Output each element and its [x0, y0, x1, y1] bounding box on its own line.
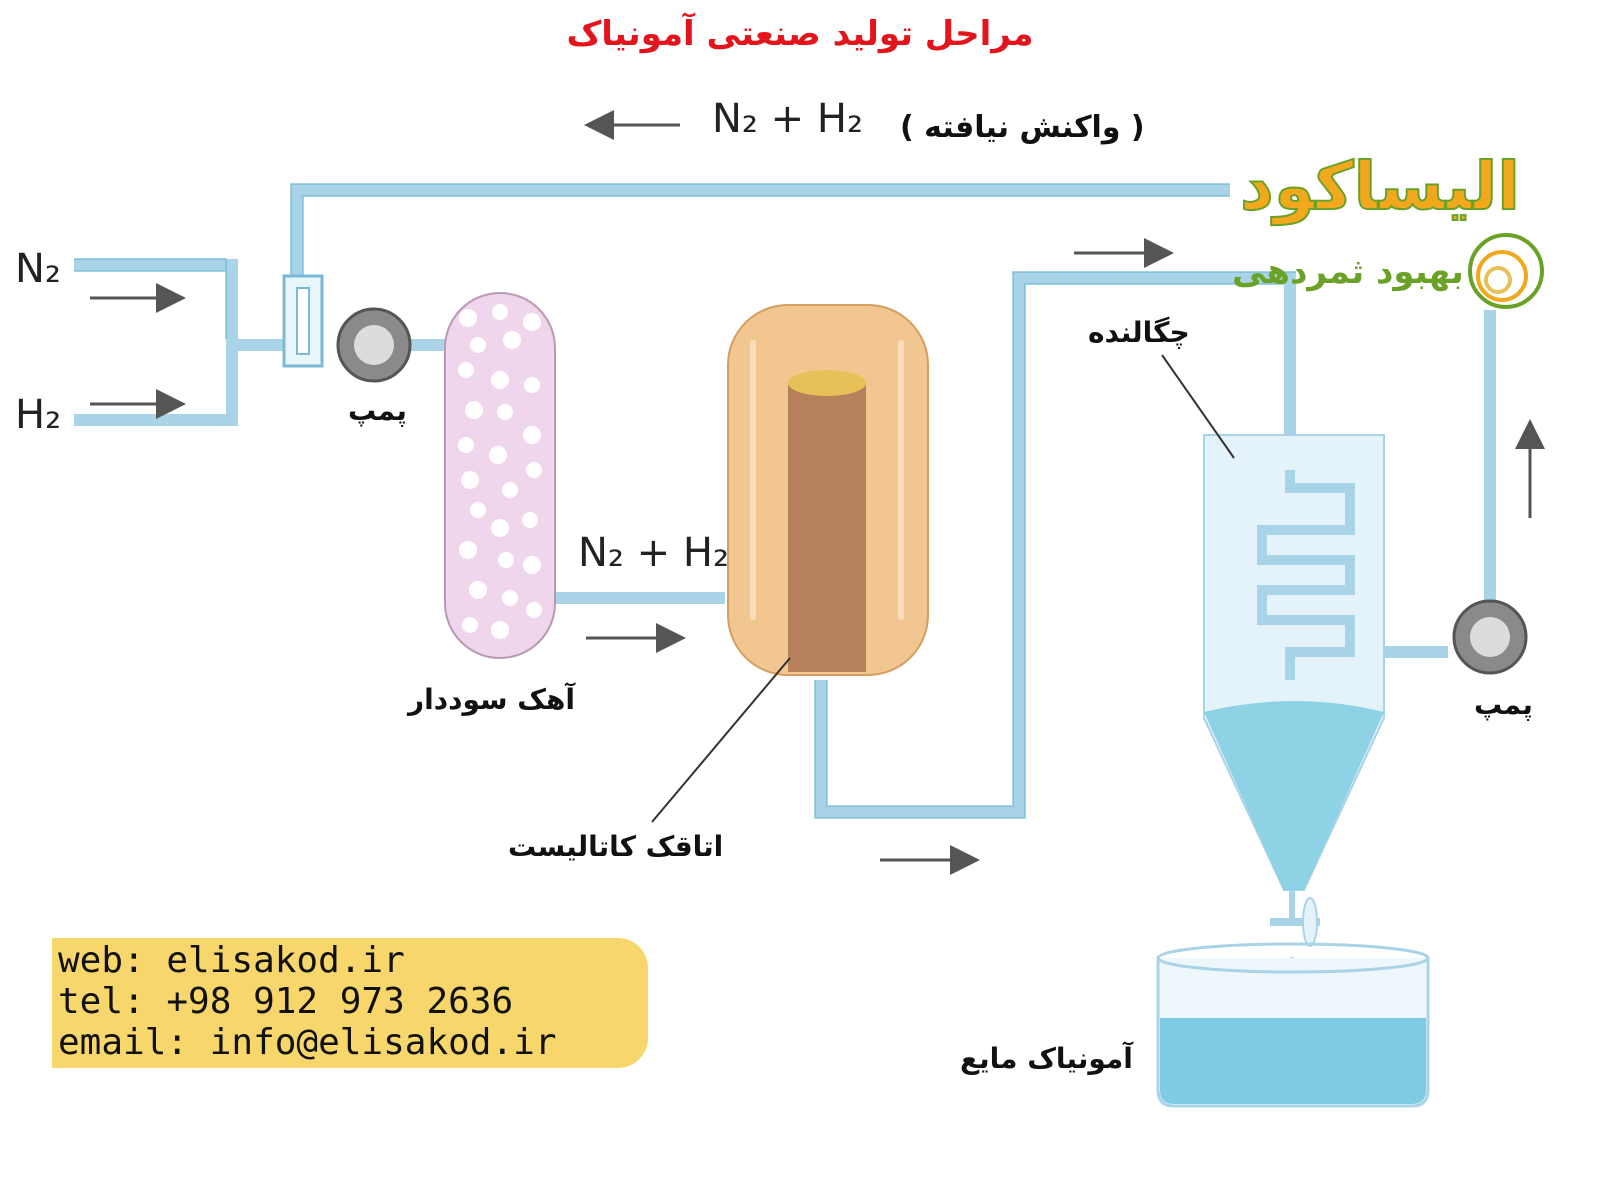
page-title: مراحل تولید صنعتی آمونیاک: [566, 14, 1034, 54]
recycle-pipe: [291, 184, 1230, 300]
soda-lime-column: [444, 292, 556, 659]
recycle-note: ( واکنش نیافته ): [900, 110, 1145, 145]
pump-right-label: پمپ: [1474, 688, 1533, 721]
soda-lime-label: آهک سوددار: [408, 683, 575, 716]
condenser-label: چگالنده: [1088, 316, 1190, 349]
contact-web[interactable]: web: elisakod.ir: [58, 940, 405, 981]
liquid-ammonia-beaker: [1156, 942, 1430, 1108]
catalyst-chamber-label: اتاقک کاتالیست: [508, 830, 724, 863]
pump-left-label: پمپ: [348, 394, 407, 427]
mid-formula-label: N₂ + H₂: [578, 530, 730, 576]
catalyst-core: [788, 382, 866, 672]
contact-tel[interactable]: tel: +98 912 973 2636: [58, 981, 514, 1022]
condenser-vessel: [1203, 434, 1385, 975]
contact-email[interactable]: email: info@elisakod.ir: [58, 1022, 557, 1063]
condenser-leader-line: [1161, 354, 1235, 459]
n2-input-label: N₂: [15, 246, 61, 292]
reactor-to-condenser-pipe: [815, 272, 1296, 818]
condenser-coil: [1257, 470, 1355, 680]
n2-inlet-pipe: [74, 259, 290, 351]
h2-input-label: H₂: [15, 392, 62, 438]
h2-inlet-pipe: [74, 345, 238, 426]
contact-box: web: elisakod.ir tel: +98 912 973 2636 e…: [52, 938, 648, 1068]
recycle-formula: N₂ + H₂: [712, 96, 864, 142]
logo-name: الیساکود: [1239, 147, 1521, 226]
pump-right-icon: [1452, 599, 1528, 675]
catalyst-reactor: [727, 304, 929, 676]
pipes: [74, 184, 1496, 818]
logo-swirl-icon: [1468, 233, 1544, 309]
logo-tagline: بهبود ثمردهی: [1232, 252, 1464, 292]
liquid-ammonia-label: آمونیاک مایع: [960, 1042, 1133, 1075]
catalyst-leader-line: [651, 657, 791, 823]
pump-left-icon: [336, 307, 412, 383]
